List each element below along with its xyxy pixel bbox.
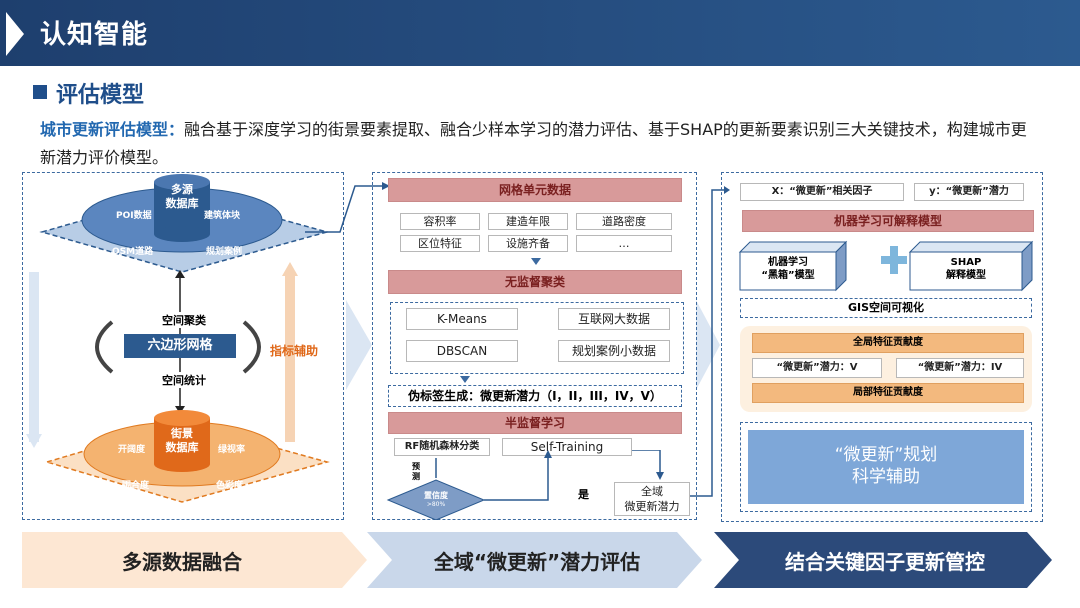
bottom-db-cap <box>154 410 210 426</box>
unsup-title: 无监督聚类 <box>388 270 682 294</box>
middle-panel <box>372 172 697 520</box>
shap-top <box>908 241 1034 253</box>
cycle-right-icon <box>242 320 261 374</box>
dbscan-chip: DBSCAN <box>406 340 518 362</box>
right-up-arrowhead-icon <box>282 262 298 276</box>
yes-label: 是 <box>578 488 589 501</box>
left-down-arrowhead-icon <box>26 434 42 448</box>
bottom-item-green: 绿视率 <box>218 445 246 455</box>
interp-title: 机器学习可解释模型 <box>742 210 1034 232</box>
global-contrib-bar: 全局特征贡献度 <box>752 333 1024 353</box>
stats-label: 空间统计 <box>160 372 208 388</box>
semi-title: 半监督学习 <box>388 412 682 434</box>
hex-grid-box: 六边形网格 <box>124 334 236 358</box>
bottom-label-3: 结合关键因子更新管控 <box>785 549 985 574</box>
semi-flow <box>386 450 664 520</box>
left-panel <box>22 172 344 520</box>
down-arrow-icon <box>175 406 185 414</box>
right-panel <box>721 172 1043 522</box>
chip-plot-ratio: 容积率 <box>400 213 480 230</box>
big-data-chip: 互联网大数据 <box>558 308 670 330</box>
x-factor-label: X：“微更新”相关因子 <box>740 183 904 201</box>
bottom-item-color: 色彩度 <box>216 481 244 491</box>
confidence-label: 置信度 <box>424 491 448 500</box>
clustering-label: 空间聚类 <box>160 312 208 328</box>
transition-arrow-2-icon <box>696 300 720 390</box>
connector-arrow-icon <box>382 182 390 190</box>
y-potential-label: y：“微更新”潜力 <box>914 183 1024 201</box>
potential-iv-chip: “微更新”潜力：IV <box>896 358 1024 378</box>
confidence-sub: >80% <box>426 501 446 508</box>
header-bar <box>0 0 1080 66</box>
gis-box: GIS空间可视化 <box>740 298 1032 318</box>
bottom-label-1: 多源数据融合 <box>122 549 242 574</box>
bottom-item-enclosure: 围合度 <box>122 481 150 491</box>
bottom-db-label: 街景 数据库 <box>165 427 199 454</box>
shap-label: SHAP 解释模型 <box>946 257 986 281</box>
connector-left-mid <box>305 182 390 233</box>
rf-chip: RF随机森林分类 <box>394 438 490 456</box>
top-db-base <box>154 226 210 242</box>
section-title: 评估模型 <box>56 83 145 108</box>
to-global-arrow-icon <box>656 472 664 480</box>
description: 城市更新评估模型：融合基于深度学习的街景要素提取、融合少样本学习的潜力评估、基于… <box>40 116 1040 172</box>
square-bullet-icon <box>33 85 47 99</box>
indicator-label: 指标辅助 <box>270 344 319 358</box>
chip-location: 区位特征 <box>400 235 480 252</box>
connector-mid-right <box>690 186 730 497</box>
unsup-box <box>390 302 684 374</box>
connector-line <box>305 185 382 233</box>
chevron-3 <box>714 532 1052 588</box>
potential-v-chip: “微更新”潜力：V <box>752 358 882 378</box>
bottom-chevrons <box>22 532 1052 588</box>
bottom-db-base <box>154 456 210 472</box>
cycle-left-icon <box>95 320 114 374</box>
top-item-osm: OSM道路 <box>112 247 154 257</box>
connector-arrow-2-icon <box>724 186 730 194</box>
predict-label: 预测 <box>412 462 420 481</box>
top-db-cap <box>154 174 210 190</box>
result-box: “微更新”规划 科学辅助 <box>748 430 1024 504</box>
chip-facilities: 设施齐备 <box>488 235 568 252</box>
shap-front <box>909 251 1023 291</box>
pseudo-label-box: 伪标签生成：微更新潜力（I，II，III，IV，V） <box>388 385 682 407</box>
bottom-item-openness: 开阔度 <box>118 445 146 455</box>
loop-line <box>484 456 549 501</box>
top-item-poi: POI数据 <box>116 211 152 221</box>
top-db-label: 多源 数据库 <box>165 183 199 210</box>
chevron-2 <box>367 532 702 588</box>
chip-more: … <box>576 235 672 252</box>
description-highlight: 城市更新评估模型： <box>40 120 185 139</box>
grid-title: 网格单元数据 <box>388 178 682 202</box>
small-data-chip: 规划案例小数据 <box>558 340 670 362</box>
chip-road-density: 道路密度 <box>576 213 672 230</box>
blackbox-top <box>738 241 848 253</box>
to-global-line <box>632 450 661 474</box>
chip-build-year: 建造年限 <box>488 213 568 230</box>
description-text: 融合基于深度学习的街景要素提取、融合少样本学习的潜力评估、基于SHAP的更新要素… <box>40 120 1027 167</box>
left-diagram <box>26 174 330 503</box>
up-arrow-icon <box>175 270 185 278</box>
kmeans-chip: K-Means <box>406 308 518 330</box>
loop-arrow-icon <box>544 450 552 458</box>
local-contrib-bar: 局部特征贡献度 <box>752 383 1024 403</box>
model-blocks <box>738 240 1034 292</box>
global-potential-box: 全域 微更新潜力 <box>614 482 690 516</box>
header-arrow-icon <box>6 12 24 56</box>
arrow-to-unsup-icon <box>531 258 541 265</box>
self-training-chip: Self-Training <box>502 438 632 456</box>
top-item-plan: 规划案例 <box>206 247 243 257</box>
result-frame <box>740 422 1032 512</box>
blackbox-front <box>739 251 837 291</box>
page-title: 认知智能 <box>40 20 149 50</box>
transition-arrow-1-icon <box>346 300 372 390</box>
blackbox-label: 机器学习 “黑箱”模型 <box>761 257 815 281</box>
chevron-1 <box>22 532 367 588</box>
connector-line-2 <box>690 189 726 497</box>
bottom-label-2: 全域“微更新”潜力评估 <box>433 549 641 574</box>
top-item-building: 建筑体块 <box>204 211 241 221</box>
top-db-body <box>154 182 210 234</box>
plus-v-icon <box>890 246 898 274</box>
arrow-to-pseudo-icon <box>460 376 470 383</box>
